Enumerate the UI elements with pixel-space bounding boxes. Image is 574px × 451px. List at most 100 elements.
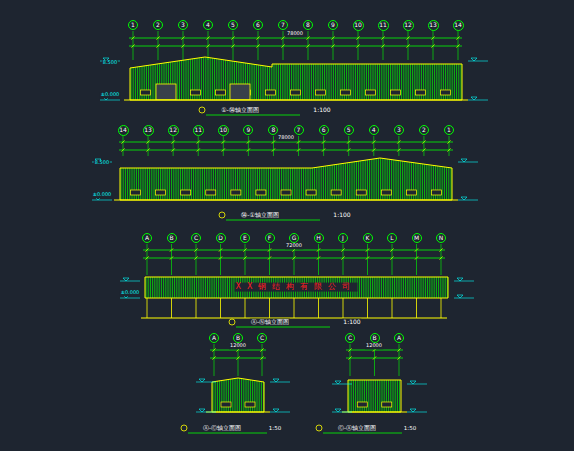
wall-panel-rib xyxy=(177,57,178,100)
window xyxy=(416,90,426,95)
wall-panel-rib xyxy=(381,277,382,298)
level-mark xyxy=(100,100,120,101)
wall-panel-rib xyxy=(292,158,293,200)
window xyxy=(306,190,316,195)
level-triangle xyxy=(273,379,279,382)
axis-bubble: 14 xyxy=(453,20,464,31)
wall-panel-rib xyxy=(191,158,192,200)
axis-line xyxy=(214,344,215,376)
wall-panel-rib xyxy=(403,277,404,298)
wall-panel-rib xyxy=(372,277,373,298)
wall-panel-rib xyxy=(135,57,136,100)
axis-line xyxy=(367,244,368,275)
wall-panel-rib xyxy=(255,158,256,200)
window xyxy=(131,190,141,195)
wall-panel-rib xyxy=(167,158,168,200)
wall-panel-rib xyxy=(430,57,431,100)
axis-bubble: B xyxy=(370,333,380,343)
axis-label: A xyxy=(212,335,216,341)
axis-bubble: B xyxy=(167,233,177,243)
wall-panel-rib xyxy=(220,277,221,298)
wall-panel-rib xyxy=(150,277,151,298)
title-underline xyxy=(206,115,300,116)
column xyxy=(367,298,368,318)
title-underline xyxy=(323,433,402,434)
wall-panel-rib xyxy=(335,57,336,100)
axis-line xyxy=(298,136,299,156)
column xyxy=(196,298,197,318)
wall-panel-rib xyxy=(241,378,242,412)
wall-panel-rib xyxy=(388,57,389,100)
wall-panel-rib xyxy=(451,158,452,200)
axis-label: 3 xyxy=(181,22,185,28)
wall-panel-rib xyxy=(194,277,195,298)
wall-panel-rib xyxy=(186,57,187,100)
axis-bubble: 10 xyxy=(353,20,364,31)
building xyxy=(131,57,461,100)
wall-panel-rib xyxy=(444,158,445,200)
wall-panel-rib xyxy=(143,158,144,200)
window xyxy=(206,190,216,195)
wall-panel-rib xyxy=(163,277,164,298)
axis-line xyxy=(343,244,344,275)
wall-panel-rib xyxy=(196,277,197,298)
wall-panel-rib xyxy=(223,277,224,298)
level-mark xyxy=(332,412,352,413)
wall-panel-rib xyxy=(277,158,278,200)
wall-panel-rib xyxy=(260,57,261,100)
wall-panel-rib xyxy=(353,57,354,100)
axis-line xyxy=(433,31,434,60)
wall-panel-rib xyxy=(302,57,303,100)
wall-panel-rib xyxy=(229,277,230,298)
wall-panel-rib xyxy=(244,158,245,200)
wall-panel-rib xyxy=(352,158,353,200)
axis-line xyxy=(449,136,450,156)
wall-panel-rib xyxy=(279,158,280,200)
dimension-line xyxy=(119,142,453,143)
wall-panel-rib xyxy=(169,158,170,200)
wall-panel-rib xyxy=(316,158,317,200)
window xyxy=(382,402,392,407)
axis-label: M xyxy=(414,235,419,241)
axis-label: A xyxy=(397,335,401,341)
axis-label: 8 xyxy=(306,22,310,28)
wall-panel-rib xyxy=(405,277,406,298)
wall-panel-rib xyxy=(434,277,435,298)
axis-bubble: F xyxy=(265,233,275,243)
wall-panel-rib xyxy=(227,57,228,100)
wall-panel-rib xyxy=(129,158,130,200)
wall-panel-rib xyxy=(379,380,380,412)
wall-panel-rib xyxy=(232,378,233,412)
axis-bubble: E xyxy=(240,233,250,243)
wall-panel-rib xyxy=(442,158,443,200)
axis-bubble: H xyxy=(314,233,324,243)
wall-panel-rib xyxy=(354,158,355,200)
wall-panel-rib xyxy=(401,277,402,298)
axis-bubble: 8 xyxy=(303,20,313,30)
wall-panel-rib xyxy=(412,57,413,100)
wall-panel-rib xyxy=(253,158,254,200)
title-underline xyxy=(188,433,267,434)
level-mark xyxy=(120,298,140,299)
axis-label: J xyxy=(342,235,344,241)
window xyxy=(441,90,451,95)
wall-panel-rib xyxy=(362,57,363,100)
axis-bubble: 12 xyxy=(168,125,179,136)
column xyxy=(441,298,442,318)
wall-panel-rib xyxy=(252,57,253,100)
axis-label: 10 xyxy=(219,127,227,133)
axis-label: 5 xyxy=(231,22,235,28)
axis-line xyxy=(223,136,224,156)
wall-panel-rib xyxy=(349,158,350,200)
drawing-title: 1:100 xyxy=(332,212,351,219)
window xyxy=(245,402,255,407)
wall-panel-rib xyxy=(347,158,348,200)
wall-panel-rib xyxy=(349,380,350,412)
wall-panel-rib xyxy=(377,380,378,412)
axis-line xyxy=(262,344,263,376)
level-mark xyxy=(468,61,488,62)
wall-panel-rib xyxy=(131,57,132,100)
axis-bubble: A xyxy=(142,233,152,243)
wall-panel-rib xyxy=(366,277,367,298)
